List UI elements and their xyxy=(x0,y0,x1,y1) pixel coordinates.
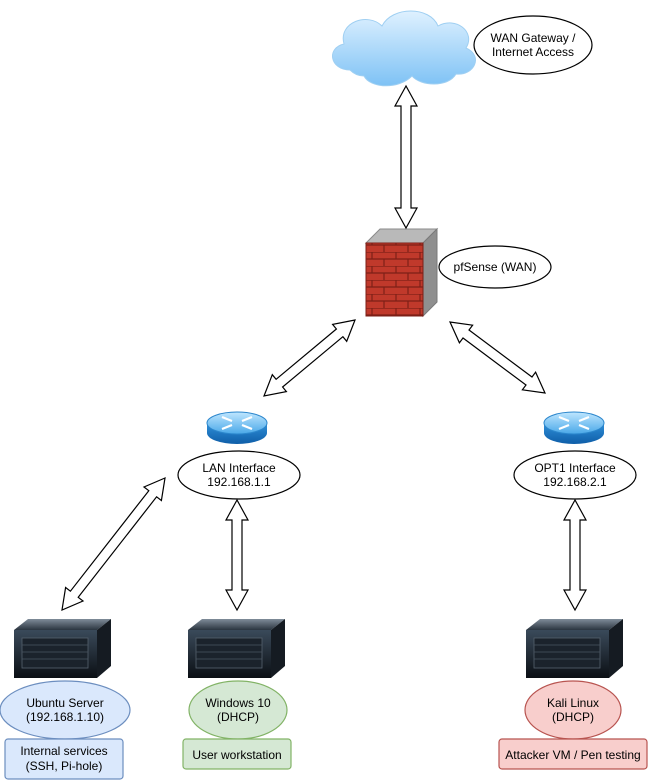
windows-server-icon xyxy=(188,619,285,678)
wan-gateway-label-line-1: WAN Gateway / xyxy=(491,31,577,45)
opt1-interface-label: OPT1 Interface 192.168.2.1 xyxy=(513,450,637,500)
arrow-firewall-lan xyxy=(263,319,356,397)
opt1-interface-label-line-1: OPT1 Interface xyxy=(534,461,616,475)
kali-label: Kali Linux (DHCP) xyxy=(524,680,622,740)
arrow-opt1-kali xyxy=(562,498,588,612)
windows-label-line-2: (DHCP) xyxy=(217,710,259,724)
windows-note-text: User workstation xyxy=(192,748,281,762)
arrow-lan-windows xyxy=(224,498,250,612)
pfsense-label: pfSense (WAN) xyxy=(438,245,552,289)
arrow-cloud-firewall xyxy=(393,84,419,230)
windows-label: Windows 10 (DHCP) xyxy=(188,680,288,740)
kali-note-text: Attacker VM / Pen testing xyxy=(505,748,640,762)
kali-label-line-1: Kali Linux xyxy=(547,696,599,710)
ubuntu-server-icon xyxy=(14,619,111,678)
cloud-icon xyxy=(332,10,476,87)
lan-interface-label-line-1: LAN Interface xyxy=(202,461,276,475)
lan-router-icon xyxy=(206,411,268,444)
kali-server-icon xyxy=(526,619,623,678)
ubuntu-label-line-1: Ubuntu Server xyxy=(26,696,103,710)
ubuntu-label: Ubuntu Server (192.168.1.10) xyxy=(0,680,131,740)
windows-note: User workstation xyxy=(182,738,292,770)
ubuntu-note-line-1: Internal services xyxy=(20,744,107,758)
windows-label-line-1: Windows 10 xyxy=(205,696,271,710)
ubuntu-note: Internal services (SSH, Pi-hole) xyxy=(4,738,124,780)
kali-note: Attacker VM / Pen testing xyxy=(498,738,648,770)
kali-label-line-2: (DHCP) xyxy=(552,710,594,724)
wan-gateway-label-line-2: Internet Access xyxy=(492,45,574,59)
pfsense-label-text: pfSense (WAN) xyxy=(454,260,537,274)
opt1-router-icon xyxy=(543,411,605,444)
opt1-interface-label-line-2: 192.168.2.1 xyxy=(543,475,607,489)
ubuntu-note-line-2: (SSH, Pi-hole) xyxy=(26,759,103,773)
ubuntu-label-line-2: (192.168.1.10) xyxy=(26,710,104,724)
firewall-icon xyxy=(364,227,439,318)
wan-gateway-label: WAN Gateway / Internet Access xyxy=(473,15,593,75)
arrow-lan-ubuntu xyxy=(61,477,166,611)
arrow-firewall-opt1 xyxy=(449,321,546,394)
lan-interface-label-line-2: 192.168.1.1 xyxy=(207,475,271,489)
lan-interface-label: LAN Interface 192.168.1.1 xyxy=(177,450,301,500)
